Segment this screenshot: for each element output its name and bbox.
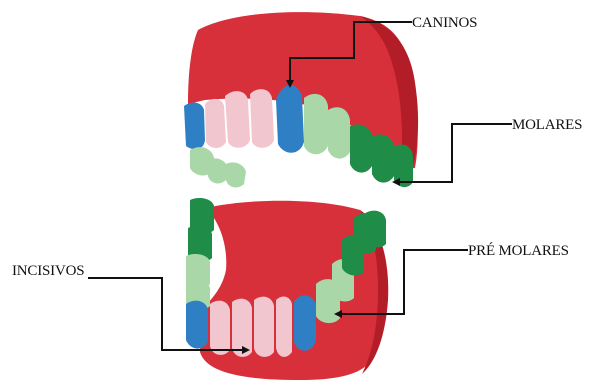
upper-left-molar-2	[226, 162, 246, 187]
upper-arch	[184, 12, 418, 187]
lower-right-molar-3	[364, 211, 386, 248]
upper-premolar-1	[304, 94, 328, 154]
upper-premolar-2	[328, 107, 350, 158]
label-caninos: CANINOS	[412, 16, 477, 31]
label-pre-molares: PRÉ MOLARES	[468, 244, 569, 259]
lower-left-canine	[186, 301, 208, 349]
upper-right-canine	[276, 85, 304, 153]
upper-molar-2	[372, 134, 394, 182]
upper-molar-1	[350, 124, 372, 172]
upper-left-canine	[184, 103, 205, 150]
label-incisivos: INCISIVOS	[12, 264, 84, 279]
upper-left-molar-1	[208, 158, 228, 183]
label-molares: MOLARES	[512, 118, 582, 133]
upper-incisor-3	[250, 89, 274, 148]
upper-incisor-1	[205, 99, 226, 148]
upper-incisor-2	[225, 91, 250, 148]
lower-arch	[186, 198, 388, 380]
lower-right-canine	[294, 295, 316, 350]
lower-incisor-1	[210, 301, 230, 355]
lower-incisor-4	[276, 297, 292, 357]
lower-incisor-3	[254, 297, 274, 357]
